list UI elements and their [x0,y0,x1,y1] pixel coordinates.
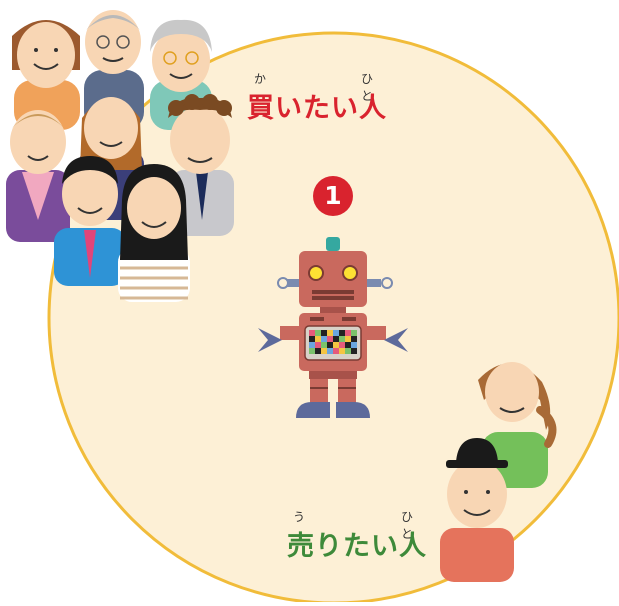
step-badge: 1 [313,176,353,216]
buyer-ruby-hito: ひと [361,72,374,103]
seller-ruby-hito: ひと [401,510,414,541]
seller-label-text: 売りたい人 [287,531,427,562]
buyer-crowd-illustration [6,10,234,302]
buyer-label-text: 買いたい人 [247,93,387,124]
seller-ruby-u: う [293,510,306,524]
robot-illustration [258,237,408,418]
buyer-ruby-ka: か [254,72,267,86]
seller-people-illustration [440,362,557,582]
